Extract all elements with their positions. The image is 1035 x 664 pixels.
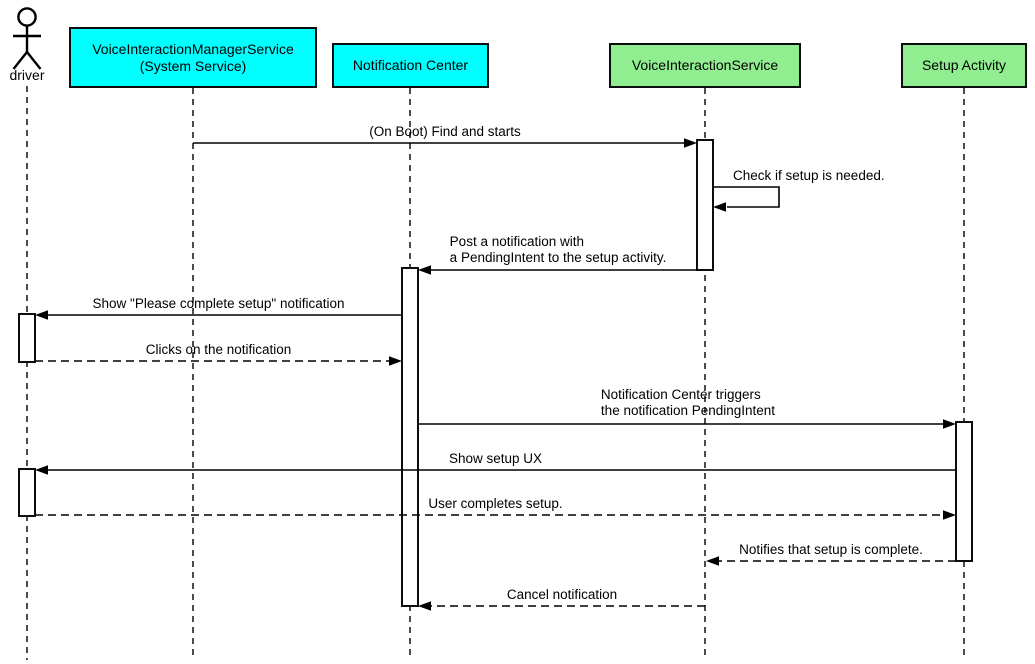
- msg-show-setup-ux-arrowhead: [35, 465, 48, 475]
- participant-label-line: Setup Activity: [921, 57, 1007, 73]
- activation-voice-interaction-service: [696, 139, 714, 271]
- msg-label-line: Notification Center triggers: [600, 387, 761, 402]
- msg-show-notification-arrowhead: [35, 310, 48, 320]
- participant-label-line: Notification Center: [352, 57, 469, 73]
- msg-find-and-starts-label: (On Boot) Find and starts: [369, 124, 521, 139]
- participant-box-voice-interaction-manager-service: VoiceInteractionManagerService (System S…: [69, 27, 317, 88]
- actor-head: [17, 7, 37, 27]
- msg-click-notification-arrowhead: [389, 356, 402, 366]
- participant-box-setup-activity: Setup Activity: [901, 43, 1027, 88]
- msg-post-notification-label: Post a notification with a PendingIntent…: [450, 234, 667, 265]
- msg-notify-setup-complete-label: Notifies that setup is complete.: [739, 542, 923, 557]
- msg-cancel-notification-arrowhead: [418, 601, 431, 611]
- activation-notification-center: [401, 267, 419, 607]
- msg-label-line: a PendingIntent to the setup activity.: [449, 249, 667, 265]
- msg-show-setup-ux-label: Show setup UX: [448, 451, 543, 466]
- msg-check-setup-label: Check if setup is needed.: [733, 168, 885, 183]
- msg-post-notification-arrowhead: [418, 265, 431, 275]
- message-arrowheads: [35, 138, 956, 611]
- msg-find-and-starts-arrowhead: [684, 138, 697, 148]
- msg-show-notification-label: Show "Please complete setup" notificatio…: [92, 296, 345, 311]
- participant-label-line: VoiceInteractionService: [631, 57, 779, 73]
- msg-user-completes-setup-label: User completes setup.: [428, 496, 563, 511]
- msg-trigger-pendingintent-label: Notification Center triggers the notific…: [601, 387, 775, 418]
- actor-label: driver: [9, 67, 45, 83]
- msg-click-notification-label: Clicks on the notification: [145, 342, 292, 357]
- msg-check-setup-arrowhead: [713, 202, 726, 212]
- actor-figure-icon: [12, 7, 42, 70]
- message-lines: [35, 142, 956, 607]
- activation-driver-1: [18, 313, 36, 363]
- msg-trigger-pendingintent-arrowhead: [943, 419, 956, 429]
- activation-bars: [18, 139, 973, 607]
- participant-label-line: VoiceInteractionManagerService: [92, 40, 294, 57]
- msg-label-line: Post a notification with: [449, 234, 585, 249]
- activation-driver-2: [18, 468, 36, 517]
- participant-box-notification-center: Notification Center: [332, 43, 489, 88]
- actor-leg-right: [26, 51, 42, 70]
- msg-label-line: the notification PendingIntent: [600, 402, 776, 418]
- participant-box-voice-interaction-service: VoiceInteractionService: [609, 43, 801, 88]
- participant-label-line: (System Service): [139, 57, 247, 74]
- activation-setup-activity: [955, 421, 973, 562]
- msg-cancel-notification-label: Cancel notification: [506, 587, 618, 602]
- msg-check-setup-self-loop: [713, 186, 780, 208]
- actor-leg-left: [12, 51, 28, 70]
- msg-user-completes-setup-arrowhead: [943, 510, 956, 520]
- msg-notify-setup-complete-arrowhead: [706, 556, 719, 566]
